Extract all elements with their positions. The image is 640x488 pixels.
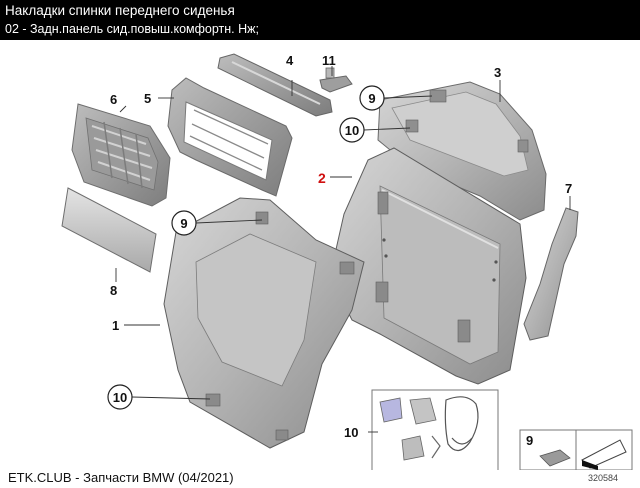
callout-9-upper-label: 9 — [368, 91, 375, 106]
callout-2: 2 — [318, 170, 326, 186]
callout-4: 4 — [286, 53, 294, 68]
callout-11-label: 11 — [322, 53, 336, 68]
header-bar: Накладки спинки переднего сиденья 02 - З… — [0, 0, 640, 40]
callout-9-upper: 9 — [359, 85, 385, 111]
callout-1: 1 — [112, 318, 119, 333]
part-2-rear-panel[interactable] — [329, 147, 527, 385]
callout-8-label: 8 — [110, 283, 117, 298]
callout-10-box-label: 10 — [344, 425, 358, 440]
callout-7-label: 7 — [565, 181, 572, 196]
callout-5: 5 — [144, 91, 151, 106]
callout-1-label: 1 — [112, 318, 119, 333]
callout-3-label: 3 — [494, 65, 501, 80]
callout-9-box-label: 9 — [526, 433, 533, 448]
callout-10-box: 10 — [344, 425, 358, 440]
part-9-detail-box — [519, 429, 633, 470]
part-6-backing-plate[interactable] — [71, 103, 171, 207]
callout-10-upper: 10 — [339, 117, 365, 143]
part-1-front-shell[interactable] — [163, 197, 365, 449]
callout-2-label: 2 — [318, 170, 326, 186]
parts-diagram: 6 5 4 11 3 9 10 2 7 9 8 1 10 10 9 — [61, 53, 633, 470]
part-10-detail-box — [371, 389, 499, 470]
diagram-number: 320584 — [588, 473, 619, 483]
callout-9-lower: 9 — [171, 210, 197, 236]
callout-8: 8 — [110, 283, 117, 298]
part-11-clip[interactable] — [319, 67, 353, 93]
part-8-flat-plate[interactable] — [61, 187, 157, 273]
callout-4-label: 4 — [286, 53, 294, 68]
callout-10-upper-label: 10 — [345, 123, 359, 138]
callout-3: 3 — [494, 65, 501, 80]
part-4-strip[interactable] — [217, 53, 333, 117]
callout-10-lower: 10 — [107, 384, 133, 410]
footer-source: ETK.CLUB - Запчасти BMW (04/2021) — [8, 470, 234, 485]
callout-5-label: 5 — [144, 91, 151, 106]
callout-7: 7 — [565, 181, 572, 196]
page-subtitle: 02 - Задн.панель сид.повыш.комфортн. Нж; — [5, 22, 259, 36]
callout-10-lower-label: 10 — [113, 390, 127, 405]
callout-6-label: 6 — [110, 92, 117, 107]
part-7-side-trim[interactable] — [523, 207, 579, 341]
callout-11: 11 — [322, 53, 336, 68]
callout-6: 6 — [110, 92, 117, 107]
callout-9-box: 9 — [526, 433, 533, 448]
callout-9-lower-label: 9 — [180, 216, 187, 231]
part-5-frame[interactable] — [167, 77, 293, 197]
page-title: Накладки спинки переднего сиденья — [5, 3, 235, 18]
leader-lines — [115, 66, 571, 433]
